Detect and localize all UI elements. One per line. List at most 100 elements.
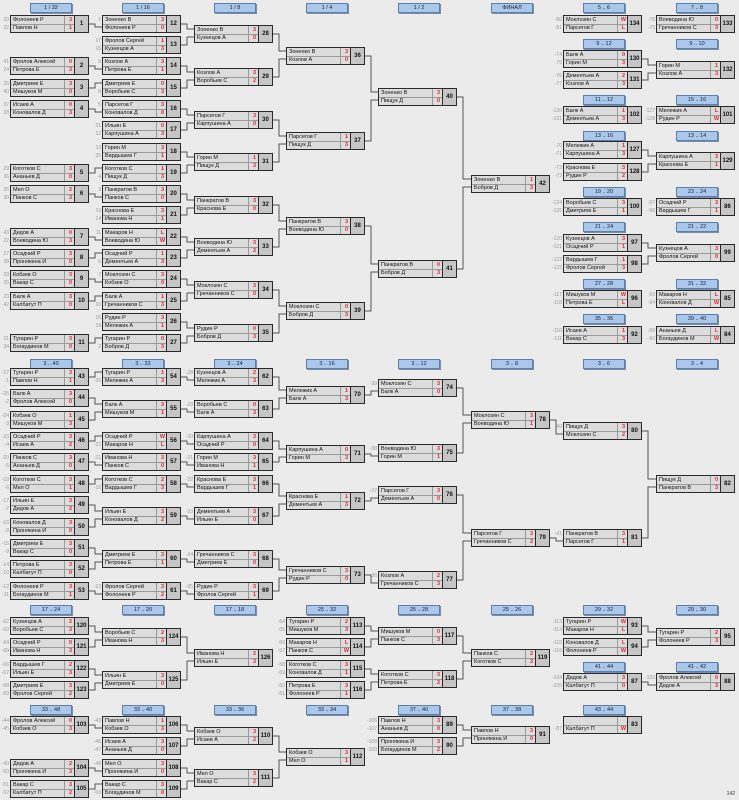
player-row[interactable] xyxy=(564,717,628,726)
